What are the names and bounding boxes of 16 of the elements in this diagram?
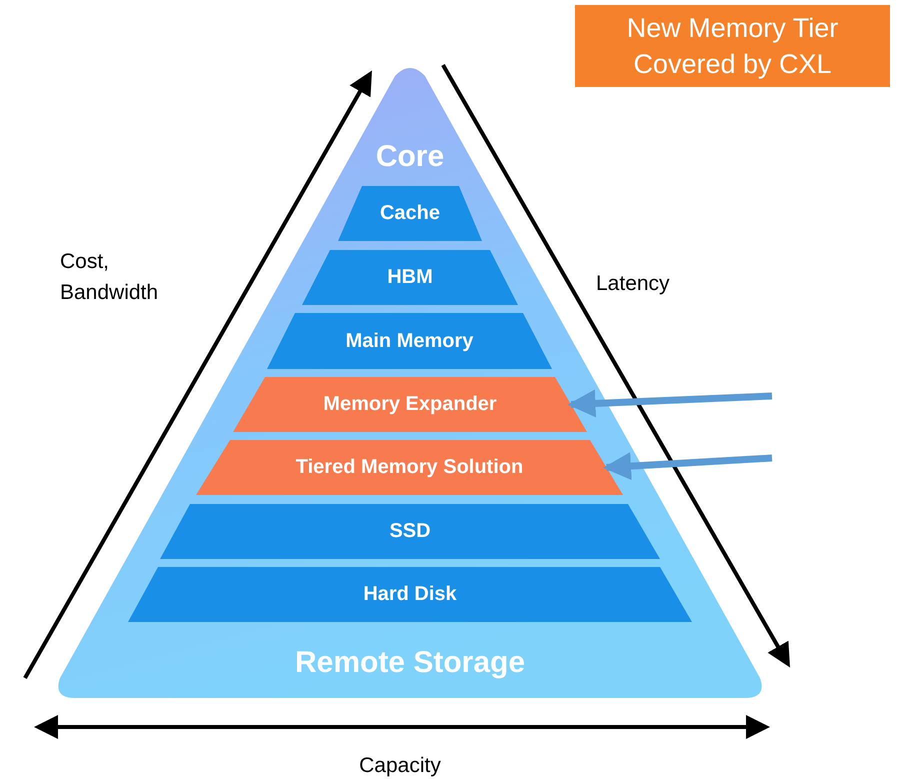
arrow bbox=[603, 452, 772, 480]
layer-label: Remote Storage bbox=[294, 645, 526, 681]
axis-label: Cost, Bandwidth bbox=[60, 249, 160, 306]
layer-label: Hard Disk bbox=[363, 582, 457, 607]
layer-label: Main Memory bbox=[346, 328, 474, 354]
layer-label: HBM bbox=[387, 265, 433, 290]
axis-label: Latency bbox=[596, 271, 671, 297]
arrow bbox=[568, 389, 772, 418]
axis-label: Capacity bbox=[358, 753, 442, 779]
callout-box bbox=[575, 5, 890, 87]
layer-label: Tiered Memory Solution bbox=[296, 455, 524, 480]
callout-text: New Memory Tier Covered by CXL bbox=[626, 12, 840, 81]
layer-label: Cache bbox=[380, 201, 440, 226]
layer-label: SSD bbox=[389, 519, 431, 544]
layer-label: Core bbox=[374, 139, 446, 175]
layer-label: Memory Expander bbox=[323, 392, 497, 417]
